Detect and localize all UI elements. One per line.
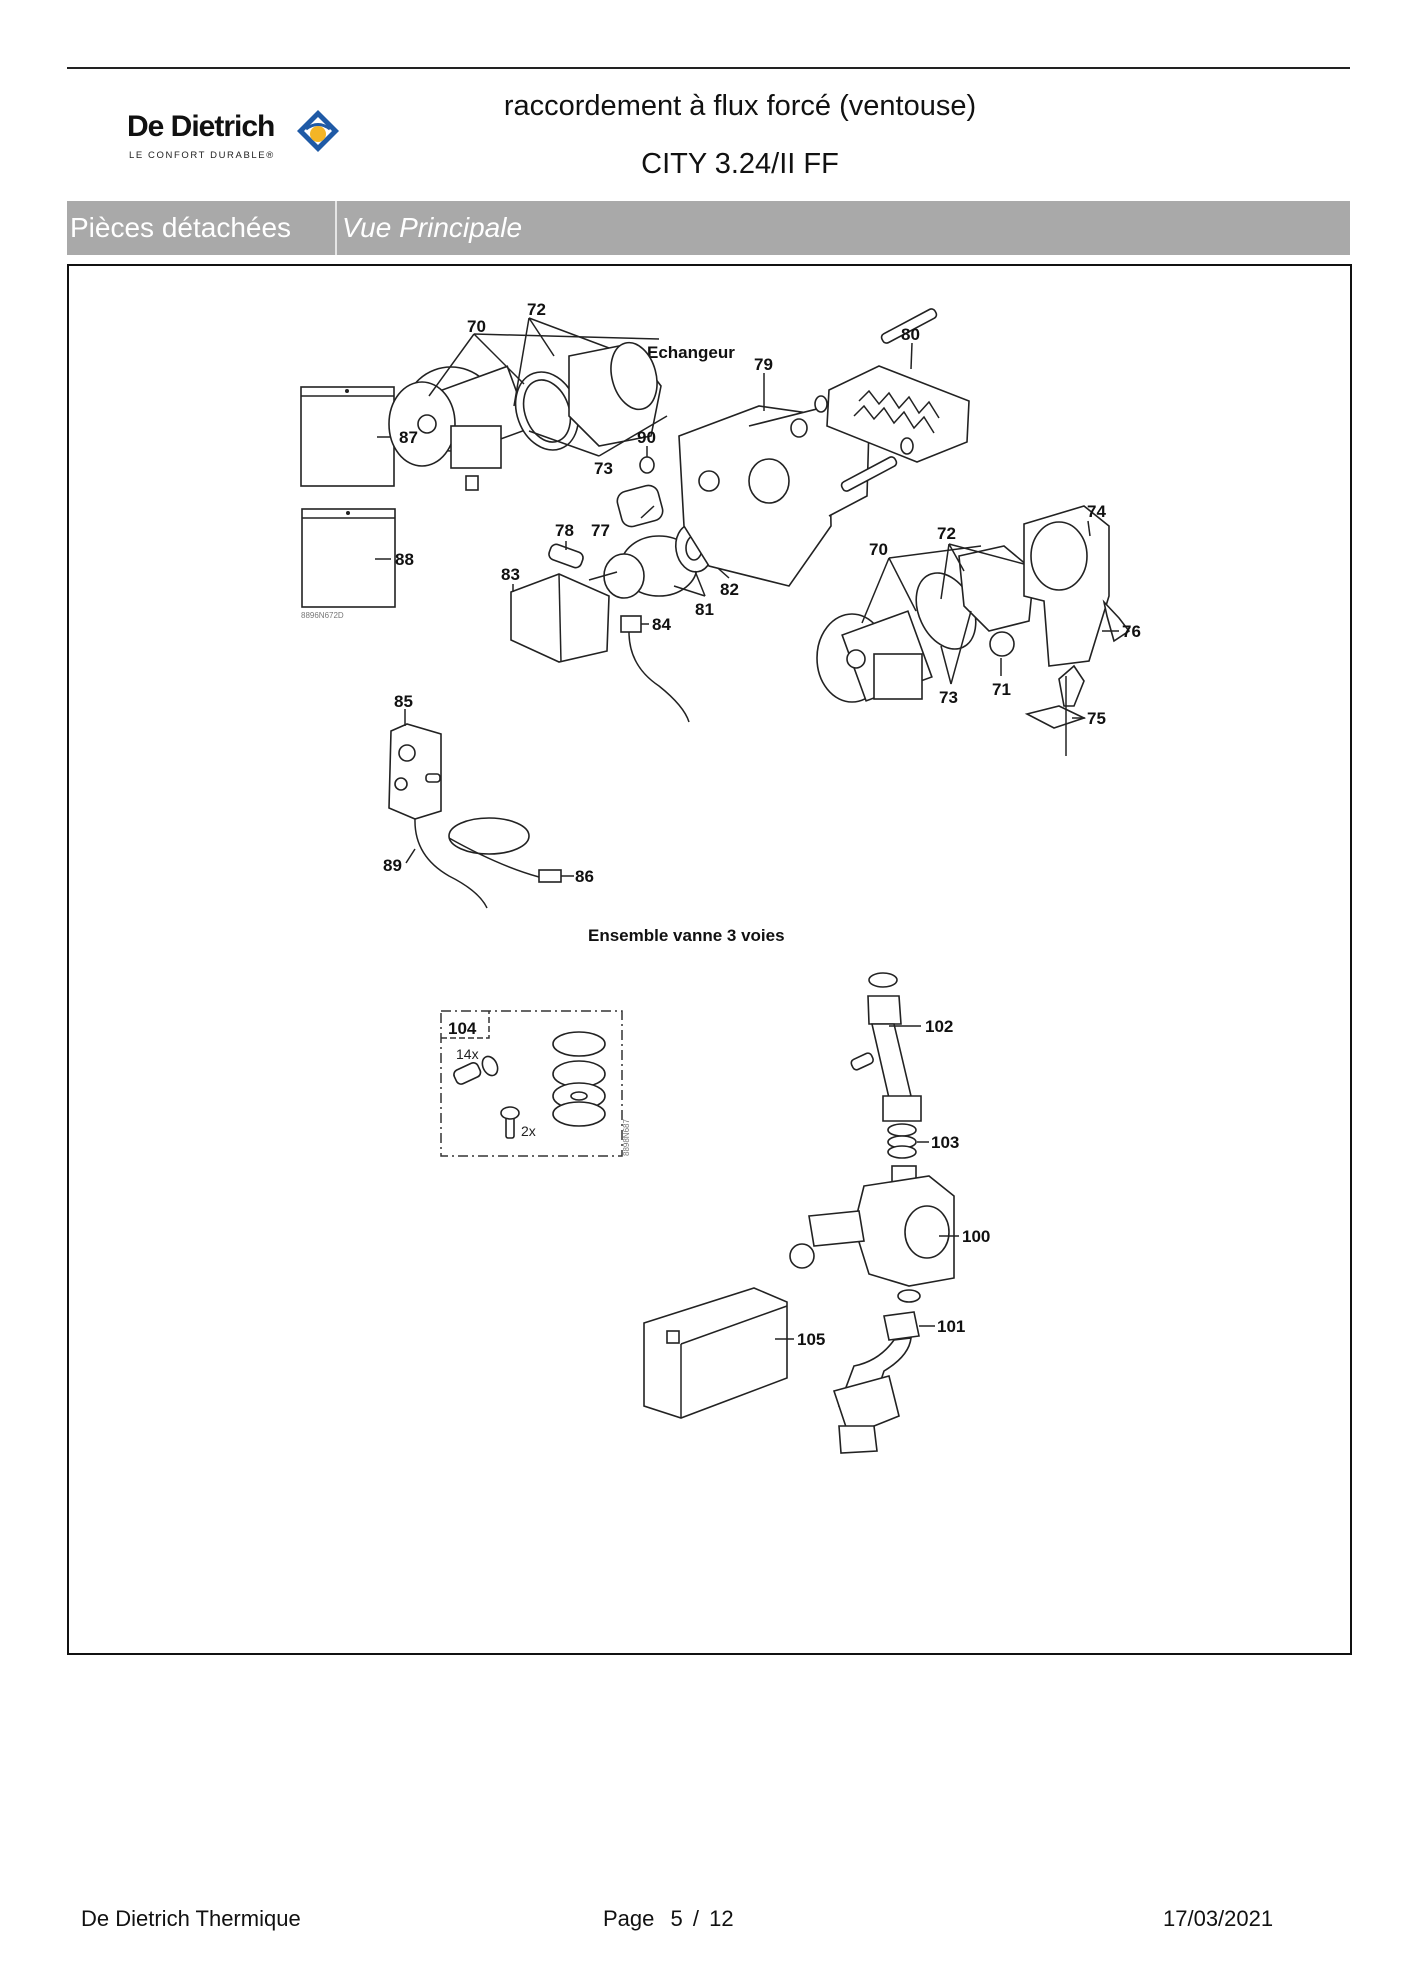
connector-84 bbox=[620, 615, 690, 723]
label-70-upper: 70 bbox=[467, 317, 486, 336]
label-77: 77 bbox=[591, 521, 610, 540]
brand-diamond-icon bbox=[297, 110, 339, 152]
bag-88 bbox=[301, 508, 396, 608]
label-90: 90 bbox=[637, 428, 656, 447]
page-title: raccordement à flux forcé (ventouse) bbox=[503, 90, 977, 122]
kit-qty-14x: 14x bbox=[456, 1046, 479, 1062]
header-rule bbox=[67, 67, 1350, 69]
label-104: 104 bbox=[448, 1019, 477, 1038]
pump-upper bbox=[388, 317, 668, 491]
fitting-78 bbox=[548, 541, 584, 569]
footer-date: 17/03/2021 bbox=[1163, 1906, 1274, 1931]
gasket-ring bbox=[897, 1289, 921, 1303]
view-label: Vue Principale bbox=[342, 212, 523, 243]
pipe-102 bbox=[850, 972, 922, 1122]
footer-company: De Dietrich Thermique bbox=[81, 1906, 301, 1931]
label-88: 88 bbox=[395, 550, 414, 569]
label-100: 100 bbox=[962, 1227, 990, 1246]
gas-valve-100 bbox=[789, 1165, 959, 1287]
heat-exchanger-80 bbox=[814, 308, 970, 492]
footer-pagination: Page 5 / 12 bbox=[603, 1906, 734, 1932]
label-75: 75 bbox=[1087, 709, 1106, 728]
label-74: 74 bbox=[1087, 502, 1106, 521]
label-76: 76 bbox=[1122, 622, 1141, 641]
kit-104 bbox=[440, 1010, 623, 1157]
drawing-code-kit: 8898N687 bbox=[622, 1119, 631, 1156]
brand-tagline: LE CONFORT DURABLE® bbox=[129, 150, 275, 161]
label-89: 89 bbox=[383, 856, 402, 875]
label-78: 78 bbox=[555, 521, 574, 540]
bag-87 bbox=[300, 386, 395, 487]
label-84: 84 bbox=[652, 615, 671, 634]
label-72-upper: 72 bbox=[527, 300, 546, 319]
page-current: 5 bbox=[670, 1906, 683, 1931]
sensor-77 bbox=[616, 484, 664, 528]
diagram-frame: Echangeur 88 8896N672D 87 70 72 bbox=[67, 264, 1352, 1655]
drawing-code-bags: 8896N672D bbox=[301, 611, 344, 620]
page-total: 12 bbox=[709, 1906, 734, 1931]
gasket-103 bbox=[887, 1123, 929, 1159]
label-70-lower: 70 bbox=[869, 540, 888, 559]
ignition-box-105 bbox=[643, 1287, 794, 1419]
label-103: 103 bbox=[931, 1133, 959, 1152]
label-86: 86 bbox=[575, 867, 594, 886]
label-105: 105 bbox=[797, 1330, 825, 1349]
label-73-upper: 73 bbox=[594, 459, 613, 478]
label-79: 79 bbox=[754, 355, 773, 374]
label-101: 101 bbox=[937, 1317, 965, 1336]
section-label: Pièces détachées bbox=[70, 212, 292, 243]
section-title-echangeur: Echangeur bbox=[647, 343, 735, 362]
brand-logo: De Dietrich LE CONFORT DURABLE® bbox=[127, 110, 347, 170]
cap-90 bbox=[639, 446, 655, 474]
section-cell bbox=[67, 201, 337, 255]
pipe-101 bbox=[832, 1311, 935, 1454]
section-title-vanne: Ensemble vanne 3 voies bbox=[588, 926, 785, 945]
label-81: 81 bbox=[695, 600, 714, 619]
label-72-lower: 72 bbox=[937, 524, 956, 543]
label-82: 82 bbox=[720, 580, 739, 599]
brand-name: De Dietrich bbox=[127, 110, 275, 143]
page-separator: / bbox=[692, 1906, 700, 1931]
section-bar: Pièces détachées Vue Principale bbox=[67, 201, 1350, 255]
label-80: 80 bbox=[901, 325, 920, 344]
label-87: 87 bbox=[399, 428, 418, 447]
page-label: Page bbox=[603, 1906, 655, 1931]
control-box-83 bbox=[510, 573, 610, 663]
label-73-lower: 73 bbox=[939, 688, 958, 707]
exploded-parts-diagram: Echangeur 88 8896N672D 87 70 72 bbox=[300, 300, 1141, 1454]
label-85: 85 bbox=[394, 692, 413, 711]
label-83: 83 bbox=[501, 565, 520, 584]
thermostat-85 bbox=[388, 709, 574, 909]
kit-qty-2x: 2x bbox=[521, 1123, 536, 1139]
model-name: CITY 3.24/II FF bbox=[641, 148, 839, 180]
label-71: 71 bbox=[992, 680, 1011, 699]
hydraulic-block-79 bbox=[678, 373, 870, 587]
pump-lower bbox=[816, 505, 1131, 756]
label-102: 102 bbox=[925, 1017, 953, 1036]
